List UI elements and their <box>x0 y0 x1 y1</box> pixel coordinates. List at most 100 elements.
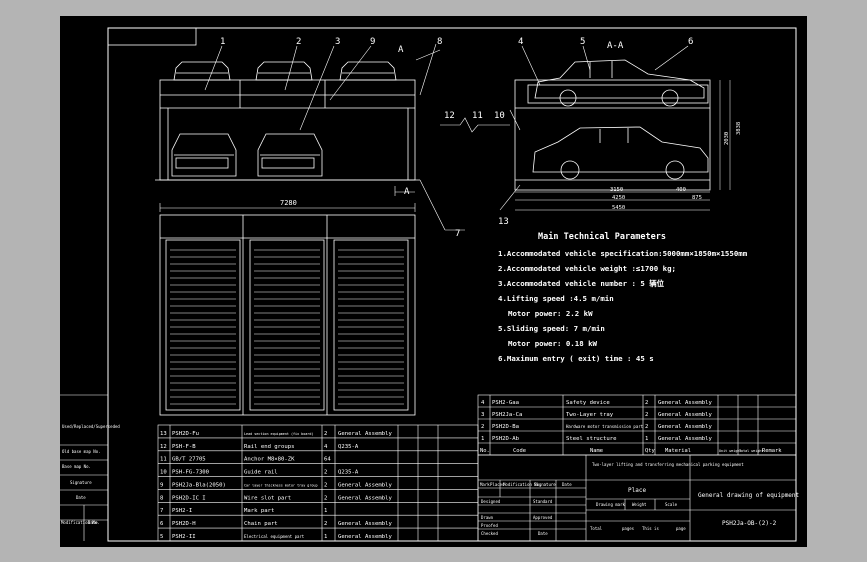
bom-left-cell: Rail end groups <box>244 444 295 450</box>
dim-400: 400 <box>676 187 686 193</box>
bom-hdr-remark: Remark <box>762 448 782 454</box>
tb-standard: Standard <box>533 499 553 504</box>
tb-scale: Scale <box>665 502 678 507</box>
tb-date-a: Date <box>562 482 572 487</box>
callout-11: 11 <box>472 111 483 121</box>
params-title: Main Technical Parameters <box>538 231 666 242</box>
param-line-8: 6.Maximum entry ( exit) time : 45 s <box>498 354 654 363</box>
bom-hdr-name: Name <box>590 448 603 454</box>
bom-right-cell: General Assembly <box>658 412 713 418</box>
callout-9: 9 <box>370 37 375 47</box>
front-upper-cars <box>173 61 397 81</box>
bom-right-cell: 2 <box>481 424 484 430</box>
bom-left-cell: Q235-A <box>338 444 359 450</box>
dim-5450: 5450 <box>612 205 625 211</box>
dim-3838: 3838 <box>736 122 742 135</box>
side-section <box>514 79 711 191</box>
side-lower-car <box>532 126 709 180</box>
bom-right-cell: General Assembly <box>658 424 713 430</box>
bom-left-cell: 2 <box>324 431 327 437</box>
tb-places: Places <box>490 482 505 487</box>
tb-drawing-mark: Drawing mark <box>596 502 625 507</box>
bom-left-cell: 64 <box>324 457 331 463</box>
section-title-aa: A-A <box>607 41 624 51</box>
bom-left-cell: PSH-FG-7300 <box>172 470 209 476</box>
callout-1: 1 <box>220 37 225 47</box>
bom-hdr-total: Total weight <box>739 449 764 453</box>
strip-signature: Signature <box>70 480 92 485</box>
bom-left-cell: 7 <box>160 508 163 514</box>
plan-tray-slats <box>170 249 404 405</box>
dim-875: 875 <box>692 195 702 201</box>
bom-left-cell: PSH2-I <box>172 508 192 514</box>
dim-3150: 3150 <box>610 187 623 193</box>
bom-hdr-no: No. <box>480 448 490 454</box>
callout-8: 8 <box>437 37 442 47</box>
bom-right-cell: Hardware motor transmission part <box>566 424 644 429</box>
bom-right-cell: 3 <box>481 412 484 418</box>
callout-7: 7 <box>455 229 460 239</box>
bom-left-cell: 8 <box>160 495 164 501</box>
callout-12: 12 <box>444 111 455 121</box>
bom-right-cell: PSH2D-Ba <box>492 424 519 430</box>
bom-right-cell: 1 <box>481 436 484 442</box>
tb-company: Two-layer lifting and transferring mecha… <box>592 462 744 467</box>
bom-left-cell: Electrical equipment part <box>244 534 305 539</box>
front-dim-line <box>159 203 416 212</box>
bom-right-cell: General Assembly <box>658 436 713 442</box>
bom-right-cell: PSH2-Gaa <box>492 400 519 406</box>
bom-left-cell: 9 <box>160 482 163 488</box>
bom-left-cell: 13 <box>160 431 167 437</box>
bom-left-cell: 6 <box>160 521 163 527</box>
param-line-7: Motor power: 0.18 kW <box>508 339 598 348</box>
bom-left-cell: Lead section equipment (fix board) <box>244 432 313 436</box>
param-line-1: 1.Accommodated vehicle specification:500… <box>498 249 748 258</box>
plan-view <box>159 214 416 416</box>
tb-drawing-no: PSH2Ja-OB-(2)-2 <box>722 520 777 527</box>
tb-proofed: Proofed <box>481 523 498 528</box>
callout-3: 3 <box>335 37 340 47</box>
bom-right-cell: Steel structure <box>566 436 617 442</box>
bom-right-cell: 2 <box>645 424 648 430</box>
bom-right-cell: 2 <box>645 412 648 418</box>
param-line-5: Motor power: 2.2 kW <box>508 309 593 318</box>
tb-mark: Mark <box>480 482 490 487</box>
bom-left-cell: 1 <box>324 534 327 540</box>
tb-weight: Weight <box>632 502 647 507</box>
tb-checked: Checked <box>481 531 498 536</box>
callout-6: 6 <box>688 37 693 47</box>
bom-left-row-lines <box>158 437 478 529</box>
bom-left-cell: 5 <box>160 534 163 540</box>
param-line-3: 3.Accommodated vehicle number : 5 辆位 <box>498 279 665 288</box>
bom-left-cell: PSH-F-B <box>172 444 196 450</box>
bom-left-cell: PSH2-II <box>172 534 196 540</box>
section-mark-a-top: A <box>398 45 404 55</box>
front-leader-lines <box>204 43 465 231</box>
bom-left-cell: Wire slot part <box>244 495 291 501</box>
strip-used: Used/Replaced/Superseded <box>62 424 120 429</box>
section-mark-a-bottom: A <box>404 187 410 197</box>
callout-5: 5 <box>580 37 585 47</box>
callout-13: 13 <box>498 217 509 227</box>
callout-4: 4 <box>518 37 523 47</box>
bom-left-cell: General Assembly <box>338 521 393 527</box>
tb-place: Place <box>628 487 646 494</box>
side-dims <box>515 80 731 211</box>
tb-sign: Signature <box>534 482 556 487</box>
front-lower-cars <box>171 133 323 177</box>
dim-width-label: 7280 <box>280 199 297 207</box>
bom-left-cell: Mark part <box>244 508 274 514</box>
bom-left-cell: 12 <box>160 444 167 450</box>
bom-left-cell: PSH2D-IC I <box>172 495 206 501</box>
break-line <box>440 117 510 133</box>
drawing-sheet <box>60 16 807 547</box>
bom-hdr-qty: Qty <box>645 448 655 454</box>
callout-2: 2 <box>296 37 301 47</box>
left-info-strip <box>60 394 108 541</box>
bom-hdr-unit: Unit weight <box>719 449 741 453</box>
strip-mod-no: Modification No. <box>61 520 100 525</box>
title-block-grid <box>477 454 797 542</box>
param-line-4: 4.Lifting speed :4.5 m/min <box>498 294 614 303</box>
bom-right-cell: 1 <box>645 436 648 442</box>
